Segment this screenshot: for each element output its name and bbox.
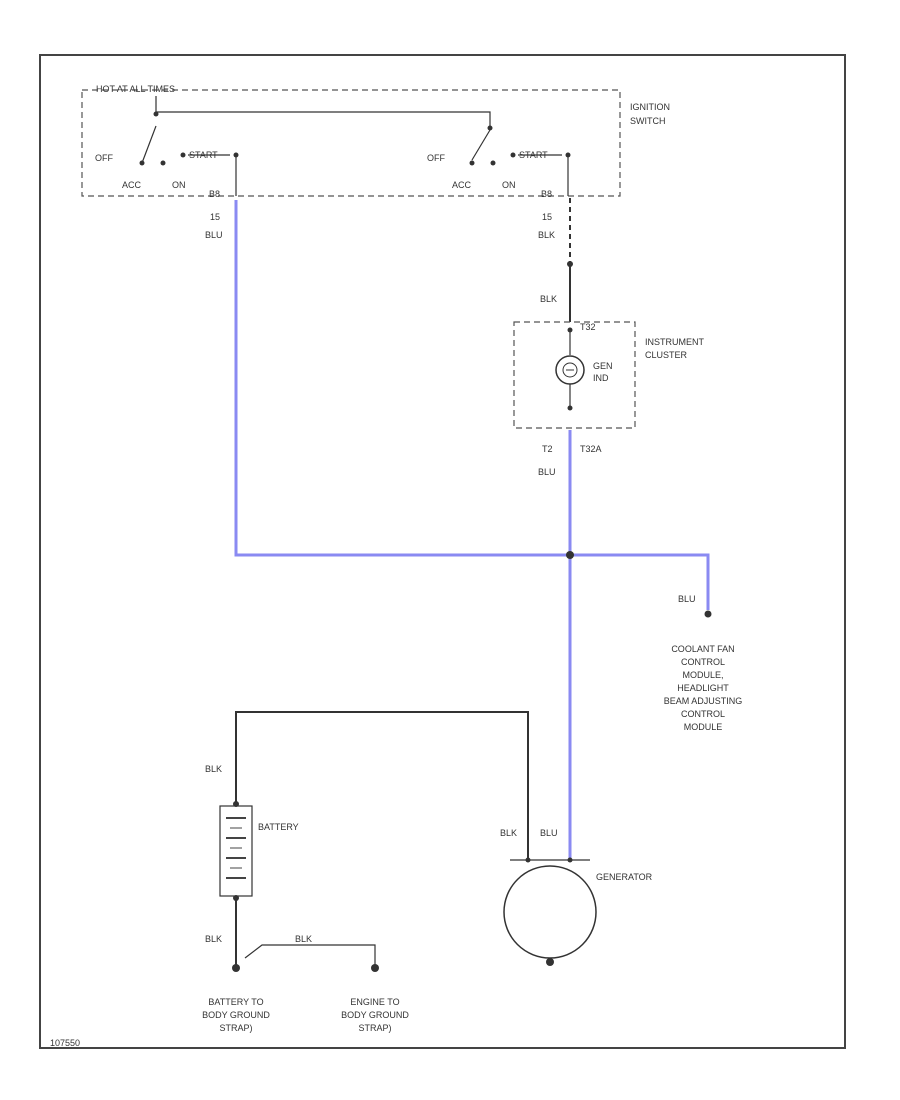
left-off-label: OFF <box>95 153 113 163</box>
generator-icon <box>503 857 597 966</box>
right-ignition-switch: OFF START ACC ON B8 <box>427 125 571 199</box>
left-wire-color: BLU <box>205 230 223 240</box>
coolant-line-1: COOLANT FAN <box>671 644 734 654</box>
battery-ground-line-1: BATTERY TO <box>208 997 263 1007</box>
right-on-label: ON <box>502 180 516 190</box>
coolant-line-5: BEAM ADJUSTING <box>664 696 743 706</box>
battery-icon <box>219 801 253 901</box>
ignition-switch-box <box>81 89 621 197</box>
cluster-out-color: BLU <box>538 467 556 477</box>
right-start-label: START <box>519 150 548 160</box>
ground-strap <box>244 944 376 966</box>
diagram-frame <box>39 54 846 1049</box>
cluster-out-connector: T32A <box>580 444 602 454</box>
gen-right-color: BLU <box>540 828 558 838</box>
left-pin-label: B8 <box>209 189 220 199</box>
right-wire-color: BLK <box>538 230 555 240</box>
battery-ground-label: BATTERY TO BODY GROUND STRAP) <box>202 997 270 1033</box>
gen-indicator-lamp-icon <box>555 355 585 385</box>
left-ignition-switch: OFF START ACC ON B8 <box>95 111 239 199</box>
battery-bottom-color: BLK <box>205 934 222 944</box>
coolant-line-7: MODULE <box>684 722 723 732</box>
figure-id: 107550 <box>50 1038 80 1048</box>
left-on-label: ON <box>172 180 186 190</box>
coolant-wire-color: BLU <box>678 594 696 604</box>
left-blu-wire <box>234 200 710 610</box>
switch-linkage <box>155 96 491 128</box>
coolant-line-2: CONTROL <box>681 657 725 667</box>
cluster-name: INSTRUMENT <box>645 337 704 347</box>
gen-indicator-label: GEN <box>593 361 613 371</box>
ground-strap-color: BLK <box>295 934 312 944</box>
battery-ground-line-3: STRAP) <box>219 1023 252 1033</box>
engine-ground-line-3: STRAP) <box>358 1023 391 1033</box>
engine-ground-terminal <box>371 964 379 972</box>
ignition-switch-name-2: SWITCH <box>630 116 666 126</box>
coolant-line-4: HEADLIGHT <box>677 683 729 693</box>
cluster-name-2: CLUSTER <box>645 350 688 360</box>
cluster-connector-label: T32 <box>580 322 596 332</box>
right-off-label: OFF <box>427 153 445 163</box>
right-pin-label: B8 <box>541 189 552 199</box>
ignition-header-text: HOT AT ALL TIMES <box>96 84 175 94</box>
engine-ground-label: ENGINE TO BODY GROUND STRAP) <box>341 997 409 1033</box>
left-acc-label: ACC <box>122 180 142 190</box>
cluster-out-pin: T2 <box>542 444 553 454</box>
ignition-switch-name: IGNITION <box>630 102 670 112</box>
right-acc-label: ACC <box>452 180 472 190</box>
coolant-line-3: MODULE, <box>682 670 723 680</box>
cluster-in-color: BLK <box>540 294 557 304</box>
battery-label: BATTERY <box>258 822 299 832</box>
splice-dot <box>566 551 574 559</box>
right-wire-pin: 15 <box>542 212 552 222</box>
left-wire-pin: 15 <box>210 212 220 222</box>
instrument-cluster-box <box>513 321 636 429</box>
coolant-module-label: COOLANT FAN CONTROL MODULE, HEADLIGHT BE… <box>664 644 743 732</box>
battery-top-color: BLK <box>205 764 222 774</box>
gen-left-color: BLK <box>500 828 517 838</box>
battery-generator-blk-wire <box>235 711 529 858</box>
left-start-label: START <box>189 150 218 160</box>
engine-ground-line-1: ENGINE TO <box>350 997 399 1007</box>
generator-label: GENERATOR <box>596 872 653 882</box>
gen-indicator-label-2: IND <box>593 373 609 383</box>
battery-ground-line-2: BODY GROUND <box>202 1010 270 1020</box>
battery-ground-terminal <box>232 964 240 972</box>
engine-ground-line-2: BODY GROUND <box>341 1010 409 1020</box>
coolant-line-6: CONTROL <box>681 709 725 719</box>
